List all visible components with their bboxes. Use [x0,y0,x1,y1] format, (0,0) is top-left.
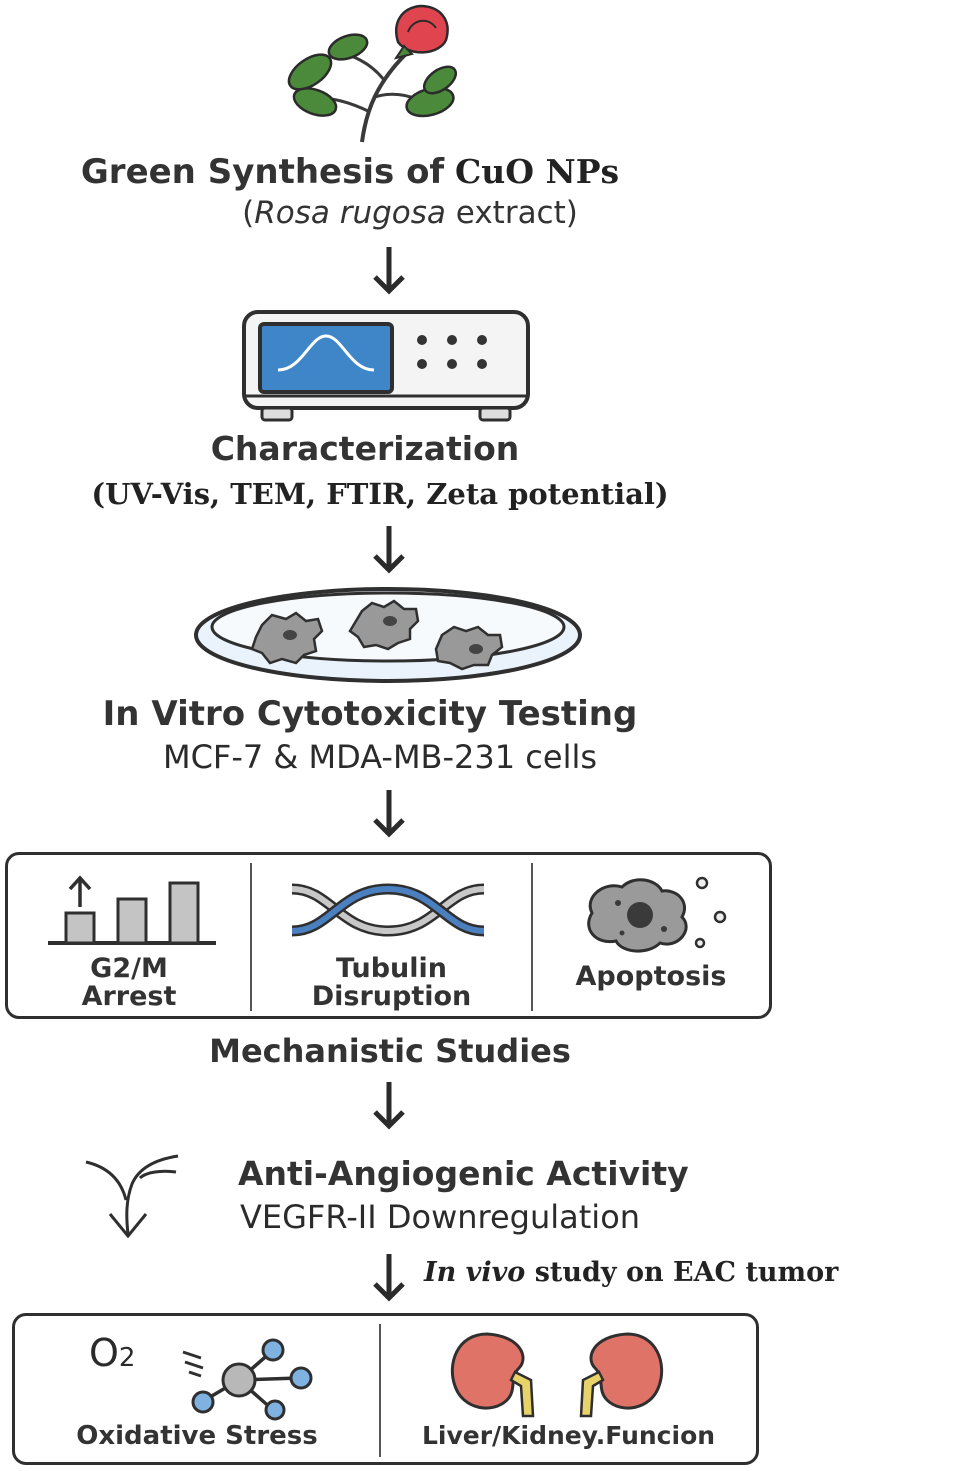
step2-subtitle: (UV-Vis, TEM, FTIR, Zeta potential) [91,477,669,511]
mechanistic-label: Mechanistic Studies [209,1032,571,1070]
bar-chart-up-icon [48,875,216,945]
g2m-label-2: Arrest [81,981,177,1012]
kidney-icon [450,1332,664,1418]
down-arrow-icon [373,1082,405,1130]
liver-kidney-label: Liver/Kidney.Funcion [421,1421,716,1450]
spectrometer-icon [242,310,530,422]
step1-sub-open: ( [242,195,255,231]
step5-title: Anti-Angiogenic Activity [238,1154,689,1193]
o2-subscript: 2 [118,1343,136,1373]
step1-title-a: Green Synthesis of [80,152,445,192]
step1-sub-italic: Rosa rugosa [254,195,446,231]
oxidative-stress-label: Oxidative Stress [76,1421,318,1451]
apoptosis-label: Apoptosis [575,961,727,992]
tubulin-label-2: Disruption [311,981,472,1012]
step3-subtitle: MCF-7 & MDA-MB-231 cells [162,738,598,776]
tubulin-strands-icon [291,883,485,937]
apoptotic-cell-icon [587,876,727,953]
step1-sub-rest: extract) [445,195,578,231]
divider [531,863,533,1011]
down-arrow-icon [373,526,405,574]
oxygen-radical-icon [182,1338,313,1421]
g2m-label-1: G2/M [90,953,168,984]
step2-title: Characterization [210,429,520,468]
divider [250,863,252,1011]
step3-title: In Vitro Cytotoxicity Testing [102,694,638,734]
tubulin-label-1: Tubulin [336,953,447,984]
step5-subtitle: VEGFR-II Downregulation [240,1198,641,1236]
blood-vessel-branch-icon [85,1154,179,1239]
step1-title: Green Synthesis of CuO NPs [0,150,700,194]
in-vivo-italic: In vivo [424,1257,526,1288]
o2-label: O2 [89,1330,135,1381]
rose-icon [287,4,458,143]
in-vivo-label: In vivo study on EAC tumor [424,1254,980,1292]
down-arrow-icon [373,247,405,295]
o2-letter: O [89,1331,119,1375]
petri-dish-icon [194,587,582,683]
down-arrow-icon [373,1254,405,1302]
step1-title-b: CuO NPs [455,152,620,191]
in-vivo-panel: O2 Oxidative Stress Liver/Kidney.Funcion [12,1313,759,1465]
mechanistic-panel: G2/M Arrest Tubulin Disruption Apoptosis [5,852,772,1019]
down-arrow-icon [373,790,405,838]
divider [379,1324,381,1457]
in-vivo-rest: study on EAC tumor [525,1257,839,1288]
step1-subtitle: (Rosa rugosa extract) [0,193,820,233]
